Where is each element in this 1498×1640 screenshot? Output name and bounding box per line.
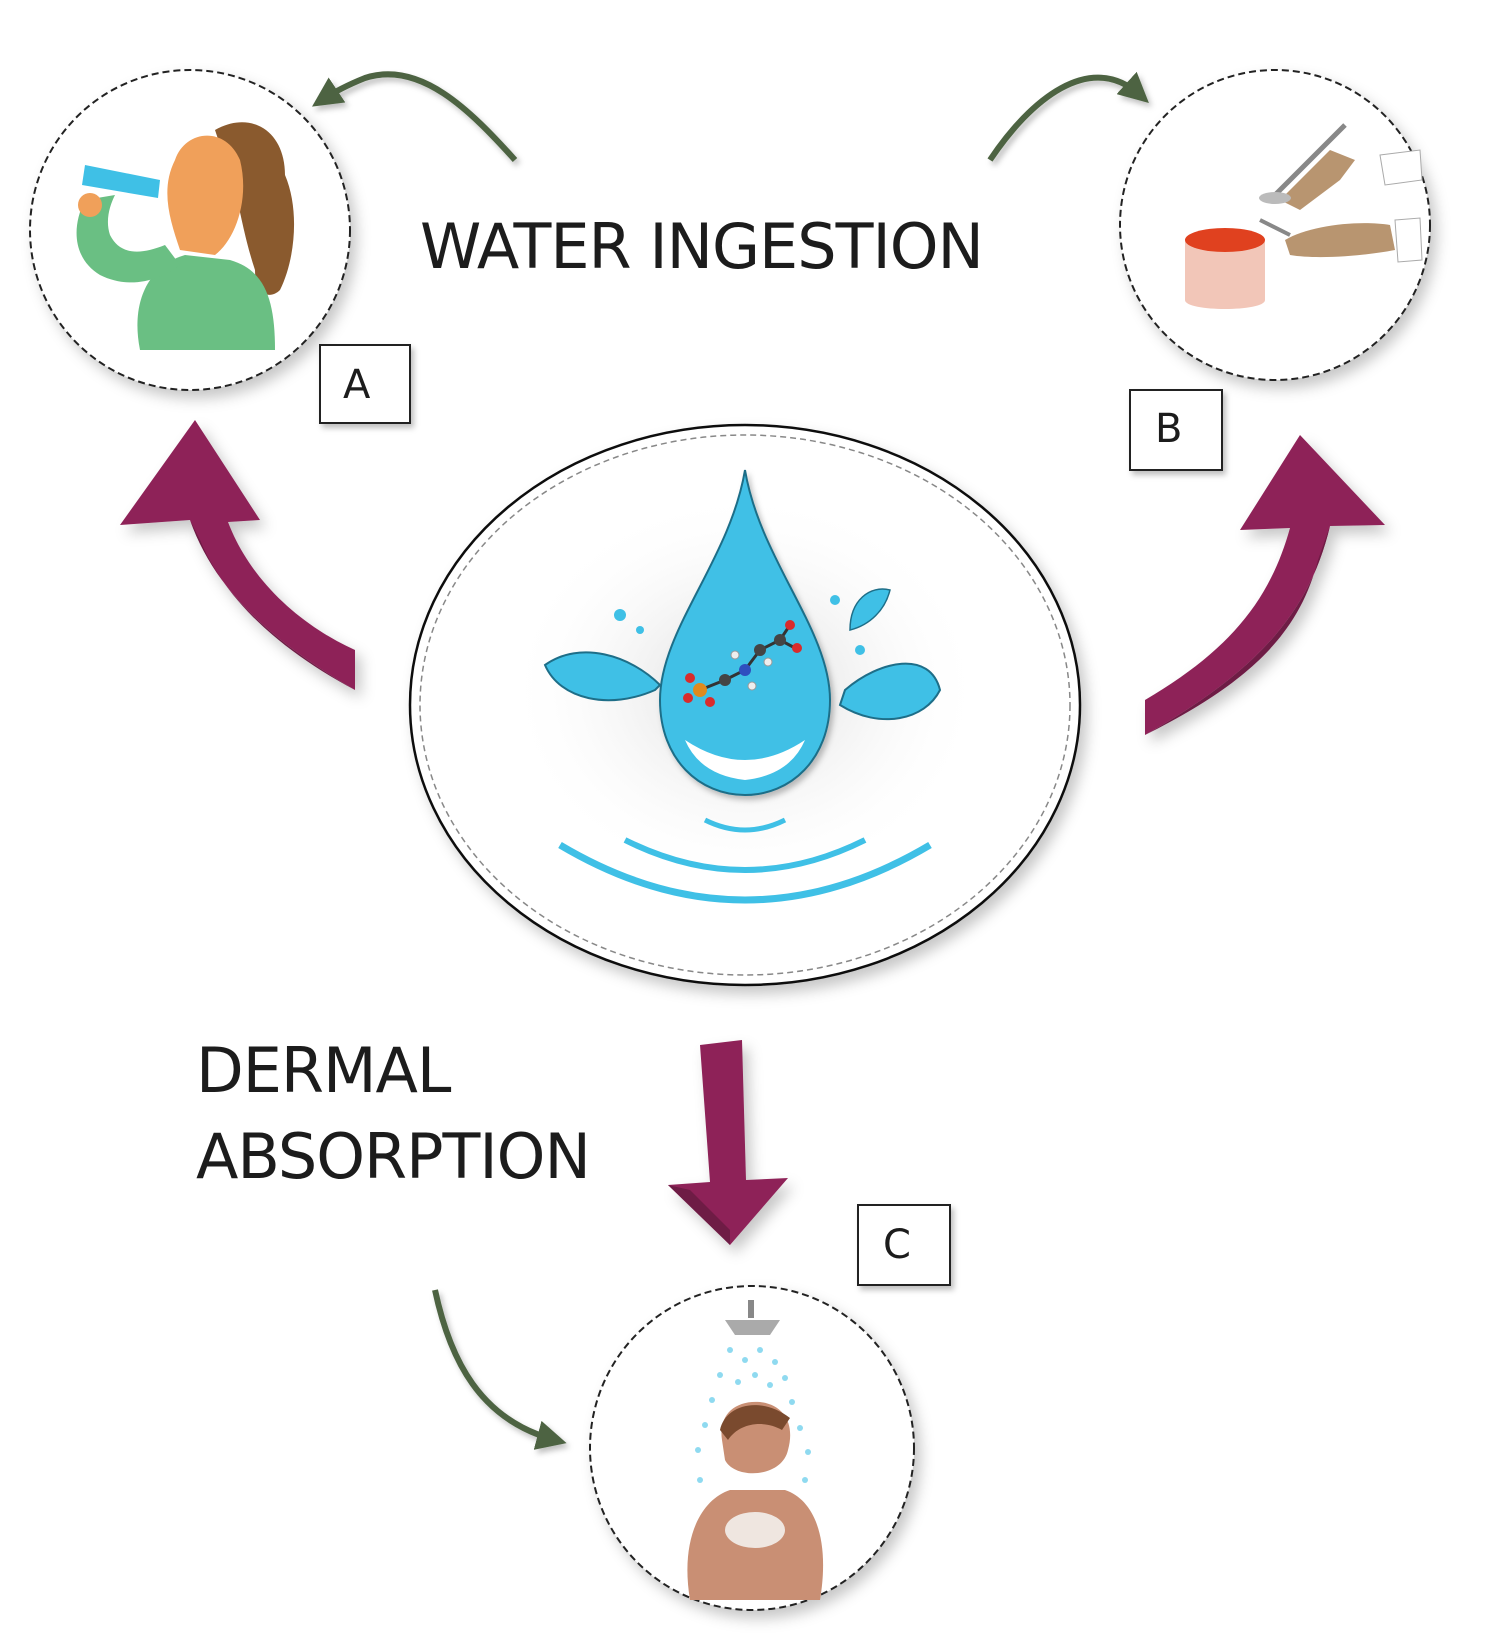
panel-a-label-box (319, 344, 411, 424)
panel-b (1119, 69, 1431, 381)
panel-c-label: C (883, 1222, 911, 1268)
panel-c-label-box (857, 1204, 951, 1286)
main-arrow-to-c (668, 1040, 788, 1245)
panel-a (29, 69, 351, 391)
dermal-label-line1: DERMAL (196, 1034, 452, 1107)
water-drop-molecule-icon (543, 469, 942, 904)
panel-c (589, 1285, 915, 1611)
water-ingestion-label: WATER INGESTION (420, 210, 983, 283)
main-arrow-to-a (120, 420, 355, 690)
woman-drinking-icon (76, 122, 295, 350)
curved-arrow-to-b (987, 71, 1149, 162)
molecule-icon (683, 620, 802, 707)
person-showering-icon (687, 1300, 824, 1600)
dermal-label-line2: ABSORPTION (196, 1120, 590, 1193)
main-arrow-to-b (1145, 435, 1385, 735)
curved-arrow-to-a (312, 71, 518, 163)
panel-b-label: B (1155, 406, 1182, 452)
cooking-food-icon (1185, 123, 1423, 309)
curved-arrow-to-c (432, 1289, 567, 1450)
panel-b-label-box (1129, 389, 1223, 471)
central-water-panel (408, 423, 1082, 987)
panel-a-label: A (343, 362, 371, 408)
